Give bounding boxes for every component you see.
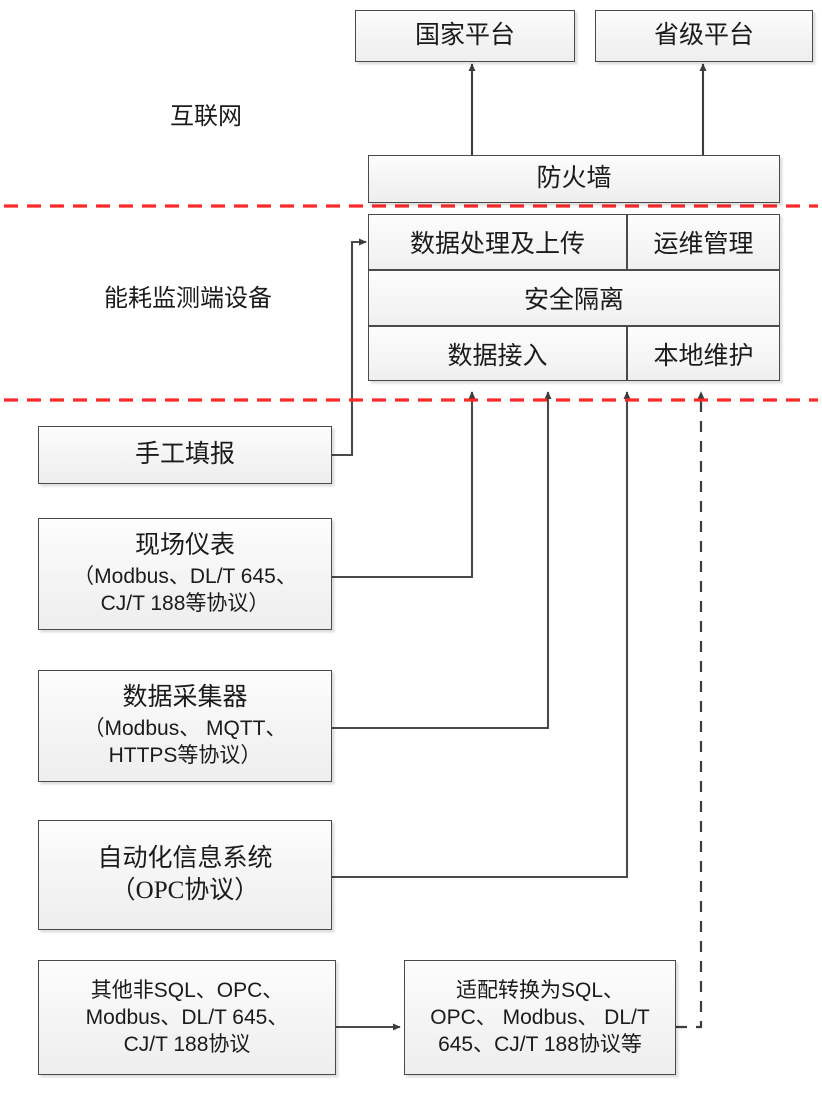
node-data-access[interactable]: 数据接入	[368, 326, 627, 381]
node-data-process-upload[interactable]: 数据处理及上传	[368, 214, 627, 270]
node-firewall[interactable]: 防火墙	[368, 155, 780, 203]
node-data-process-upload-label: 数据处理及上传	[409, 231, 585, 258]
node-protocol-adapter-line-1: 适配转换为SQL、	[455, 978, 625, 1002]
node-other-protocols[interactable]: 其他非SQL、OPC、 Modbus、DL/T 645、 CJ/T 188协议	[38, 960, 336, 1075]
node-field-meter[interactable]: 现场仪表 （Modbus、DL/T 645、 CJ/T 188等协议）	[38, 518, 332, 630]
node-ops-management-label: 运维管理	[653, 231, 754, 258]
node-national-platform-label: 国家平台	[414, 21, 515, 49]
node-protocol-adapter-line-2: OPC、 Modbus、 DL/T	[430, 1005, 650, 1029]
node-local-maintenance[interactable]: 本地维护	[627, 326, 780, 381]
node-data-collector-line-2: （Modbus、 MQTT、	[83, 716, 287, 740]
node-field-meter-line-2: （Modbus、DL/T 645、	[73, 564, 297, 588]
wire-automation-to-access	[332, 391, 631, 879]
node-national-platform[interactable]: 国家平台	[355, 10, 575, 62]
node-manual-entry-label: 手工填报	[134, 440, 235, 468]
node-other-protocols-line-2: Modbus、DL/T 645、	[85, 1005, 289, 1029]
node-protocol-adapter[interactable]: 适配转换为SQL、 OPC、 Modbus、 DL/T 645、CJ/T 188…	[404, 960, 676, 1075]
node-data-collector-line-3: HTTPS等协议）	[108, 744, 262, 768]
node-automation-info-system-line-1: 自动化信息系统	[97, 844, 273, 872]
node-local-maintenance-label: 本地维护	[653, 342, 754, 370]
wire-adapter-to-maintenance	[676, 391, 705, 1029]
node-protocol-adapter-line-3: 645、CJ/T 188协议等	[438, 1033, 642, 1057]
node-automation-info-system-line-2: （OPC协议）	[110, 877, 260, 904]
node-other-protocols-line-3: CJ/T 188协议	[123, 1033, 251, 1057]
node-field-meter-line-3: CJ/T 188等协议）	[100, 592, 270, 616]
node-other-protocols-line-1: 其他非SQL、OPC、	[90, 978, 284, 1002]
node-firewall-label: 防火墙	[536, 164, 612, 192]
wire-field-meter-to-access	[332, 391, 476, 579]
node-security-isolation-label: 安全隔离	[523, 287, 624, 314]
zone-label-edge-device: 能耗监测端设备	[104, 286, 272, 312]
wire-collector-to-access	[332, 391, 552, 730]
wire-manual-to-process	[332, 238, 367, 457]
node-manual-entry[interactable]: 手工填报	[38, 426, 332, 484]
node-provincial-platform-label: 省级平台	[653, 21, 754, 49]
node-security-isolation[interactable]: 安全隔离	[368, 270, 780, 326]
node-ops-management[interactable]: 运维管理	[627, 214, 780, 270]
zone-label-internet: 互联网	[170, 104, 242, 130]
node-data-collector-line-1: 数据采集器	[122, 684, 248, 712]
node-data-collector[interactable]: 数据采集器 （Modbus、 MQTT、 HTTPS等协议）	[38, 670, 332, 782]
node-automation-info-system[interactable]: 自动化信息系统 （OPC协议）	[38, 820, 332, 930]
node-field-meter-line-1: 现场仪表	[134, 532, 235, 560]
node-data-access-label: 数据接入	[447, 342, 548, 370]
node-provincial-platform[interactable]: 省级平台	[595, 10, 813, 62]
